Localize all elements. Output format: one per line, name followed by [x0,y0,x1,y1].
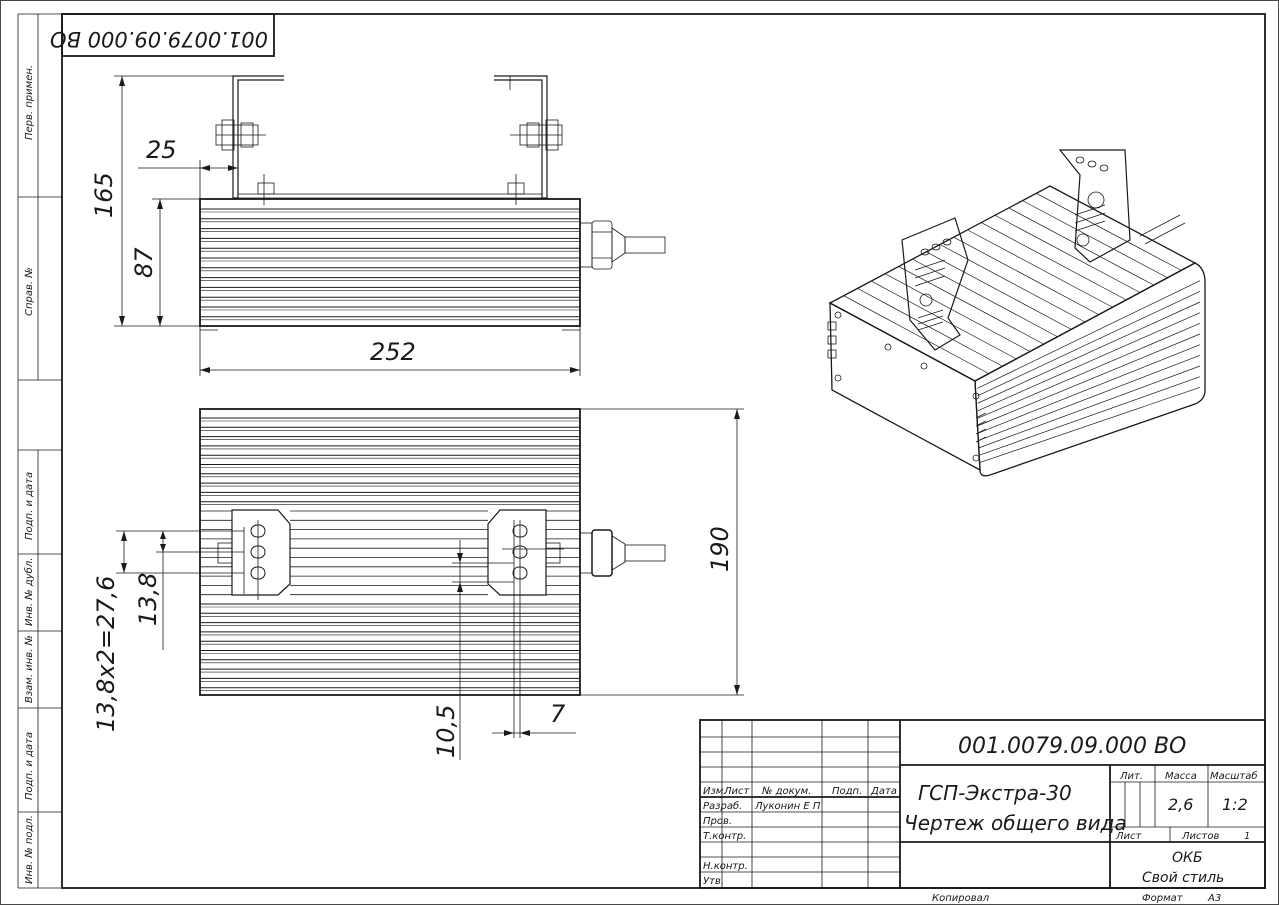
row-nkontr: Н.контр. [703,861,748,872]
razrab-name: Луконин Е П [754,801,821,812]
row-razrab: Разраб. [703,800,742,812]
fin-line [977,280,1201,389]
fin-line [977,291,1201,397]
fin-line [857,288,1003,367]
label-sprav-no: Справ. № [24,267,35,316]
fin-line [977,312,1201,411]
rotated-code-box: 001.0079.09.000 ВО [50,13,275,57]
dim-165: 165 [90,172,118,218]
row-utv: Утв. [703,876,724,887]
fin-line [979,387,1201,463]
row-prov: Пров. [703,816,732,827]
fin-line [939,244,1086,323]
copied-label: Копировал [932,893,990,904]
label-vzam-inv: Взам. инв. № [24,635,35,703]
fin-line [978,344,1201,434]
label-podp-data-2: Подп. и дата [24,732,35,800]
label-perv-primen: Перв. примен. [24,65,35,140]
front-view-dimensions: 165 87 25 252 [90,75,581,376]
title-document-type: Чертеж общего вида [904,811,1127,835]
fin-line [1008,207,1154,286]
lit-label: Лит. [1119,771,1143,782]
sheet-label: Лист [1115,831,1143,842]
row-tkontr: Т.контр. [703,831,746,842]
side-column: Перв. примен. Справ. № Подп. и дата Инв.… [17,13,62,889]
label-podp-data-1: Подп. и дата [24,472,35,540]
fin-line [884,273,1031,352]
mass-label: Масса [1165,771,1197,782]
dim-87: 87 [130,247,158,278]
isometric-view [827,149,1206,477]
dim-25: 25 [146,136,177,164]
sheets-label: Листов [1181,831,1219,842]
dim-252: 252 [370,338,416,366]
top-view [199,408,666,738]
col-doc: № докум. [761,786,811,797]
fin-line [912,258,1058,338]
fin-line [1022,200,1168,279]
fin-line [898,266,1044,345]
drawing-frame [61,13,1266,889]
fin-line [979,376,1201,456]
mass-value: 2,6 [1168,795,1193,814]
fin-line [978,323,1201,419]
scale-label: Масштаб [1210,770,1258,782]
fin-line [926,251,1072,330]
dim-7: 7 [550,700,566,728]
scale-value: 1:2 [1222,795,1248,814]
top-view-dimensions: 190 13,8х2=27,6 13,8 10,5 7 [92,408,744,760]
fin-line [953,236,1099,315]
dim-138x2: 13,8х2=27,6 [92,576,120,732]
org-line2: Свой стиль [1142,870,1224,886]
sheets-value: 1 [1244,831,1250,842]
col-data: Дата [870,786,897,797]
fin-line [994,214,1141,293]
fin-line [978,355,1201,441]
format-value: А3 [1207,893,1221,904]
col-list: Лист [723,786,751,797]
fin-line [871,280,1017,360]
dim-190: 190 [706,526,734,572]
label-inv-podl: Инв. № подл. [24,815,35,884]
drawing-code-rotated: 001.0079.09.000 ВО [50,27,268,51]
org-line1: ОКБ [1172,850,1203,866]
title-drawing-code: 001.0079.09.000 ВО [958,734,1186,759]
title-product-name: ГСП-Экстра-30 [918,781,1072,805]
fin-line [981,222,1127,301]
col-izm: Изм. [703,786,727,797]
dim-105: 10,5 [432,705,460,758]
fin-line [1036,193,1182,271]
fin-line [977,301,1201,404]
label-inv-dubl: Инв. № дубл. [23,558,35,626]
fin-line [979,365,1201,449]
fin-line [978,333,1201,426]
fin-line [843,295,989,374]
fin-line [967,229,1113,308]
title-block: 001.0079.09.000 ВО ГСП-Экстра-30 Чертеж … [699,719,1266,889]
col-podp: Подп. [832,786,862,797]
format-label: Формат [1142,893,1184,904]
dim-138: 13,8 [134,573,162,626]
front-view [199,75,666,331]
